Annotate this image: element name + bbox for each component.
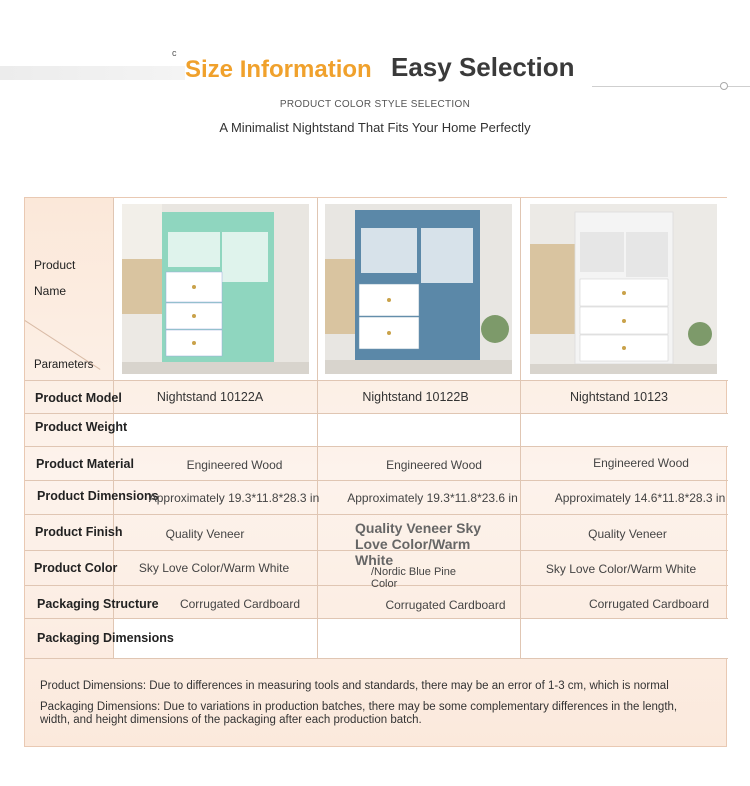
model-a: Nightstand 10122A xyxy=(156,390,264,404)
color-c: Sky Love Color/Warm White xyxy=(545,562,697,576)
note-product-dimensions: Product Dimensions: Due to differences i… xyxy=(40,680,669,692)
material-c: Engineered Wood xyxy=(593,456,689,470)
row-label-finish: Product Finish xyxy=(35,525,123,539)
grid-hline xyxy=(25,585,728,586)
pkg-structure-c: Corrugated Cardboard xyxy=(588,597,710,611)
header-decor-dot: c xyxy=(172,48,177,58)
note-packaging-dimensions: Packaging Dimensions: Due to variations … xyxy=(40,701,678,726)
color-b: /Nordic Blue Pine Color xyxy=(371,566,456,590)
dimensions-c: Approximately 14.6*11.8*28.3 in xyxy=(554,491,726,505)
finish-a: Quality Veneer xyxy=(165,527,245,541)
row-label-weight: Product Weight xyxy=(35,420,128,434)
row-label-pkg-dimensions: Packaging Dimensions xyxy=(37,631,174,645)
weight-row-bg xyxy=(114,414,728,446)
pkg-dim-row-bg xyxy=(114,618,728,658)
model-c: Nightstand 10123 xyxy=(570,390,668,404)
pkg-structure-a: Corrugated Cardboard xyxy=(179,597,301,611)
finish-c: Quality Veneer xyxy=(588,527,667,541)
title-easy-selection: Easy Selection xyxy=(391,52,575,82)
finish-b: Quality Veneer Sky Love Color/Warm White xyxy=(355,520,482,568)
title-size-information: Size Information xyxy=(185,56,372,83)
spec-table: Product Name Parameters xyxy=(24,197,728,747)
grid-hline xyxy=(25,480,728,481)
header-decor-line-right xyxy=(592,86,750,87)
blue-pine-nightstand-photo xyxy=(325,204,512,374)
grid-hline xyxy=(25,446,728,447)
model-b: Nightstand 10122B xyxy=(362,390,469,404)
grid-vline xyxy=(113,198,114,658)
grid-hline xyxy=(25,658,728,659)
pkg-structure-b: Corrugated Cardboard xyxy=(385,598,506,612)
subtitle-minimalist: A Minimalist Nightstand That Fits Your H… xyxy=(219,120,531,135)
row-label-dimensions: Product Dimensions xyxy=(37,489,159,503)
grid-hline xyxy=(25,550,728,551)
grid-hline xyxy=(25,413,728,414)
corner-label-product: Product xyxy=(34,258,76,272)
dimensions-b: Approximately 19.3*11.8*23.6 in xyxy=(347,491,518,505)
color-a: Sky Love Color/Warm White xyxy=(138,561,290,575)
header-decor-bar-left xyxy=(0,66,185,80)
row-label-model: Product Model xyxy=(35,391,122,405)
material-a: Engineered Wood xyxy=(186,458,283,472)
corner-label-parameters: Parameters xyxy=(34,359,94,371)
row-label-material: Product Material xyxy=(36,457,134,471)
dimensions-a: Approximately 19.3*11.8*28.3 in xyxy=(148,491,320,505)
material-b: Engineered Wood xyxy=(386,458,482,472)
grid-hline xyxy=(25,514,728,515)
mint-green-nightstand-photo xyxy=(122,204,309,374)
grid-vline xyxy=(317,198,318,658)
grid-vline xyxy=(520,198,521,658)
header-decor-circle xyxy=(720,82,728,90)
white-nightstand-photo xyxy=(530,204,717,374)
row-label-color: Product Color xyxy=(34,561,118,575)
subtitle-product-color: PRODUCT COLOR STYLE SELECTION xyxy=(279,99,471,110)
row-label-pkg-structure: Packaging Structure xyxy=(37,597,159,611)
grid-hline xyxy=(25,618,728,619)
grid-hline xyxy=(25,380,728,381)
corner-label-name: Name xyxy=(34,284,67,298)
